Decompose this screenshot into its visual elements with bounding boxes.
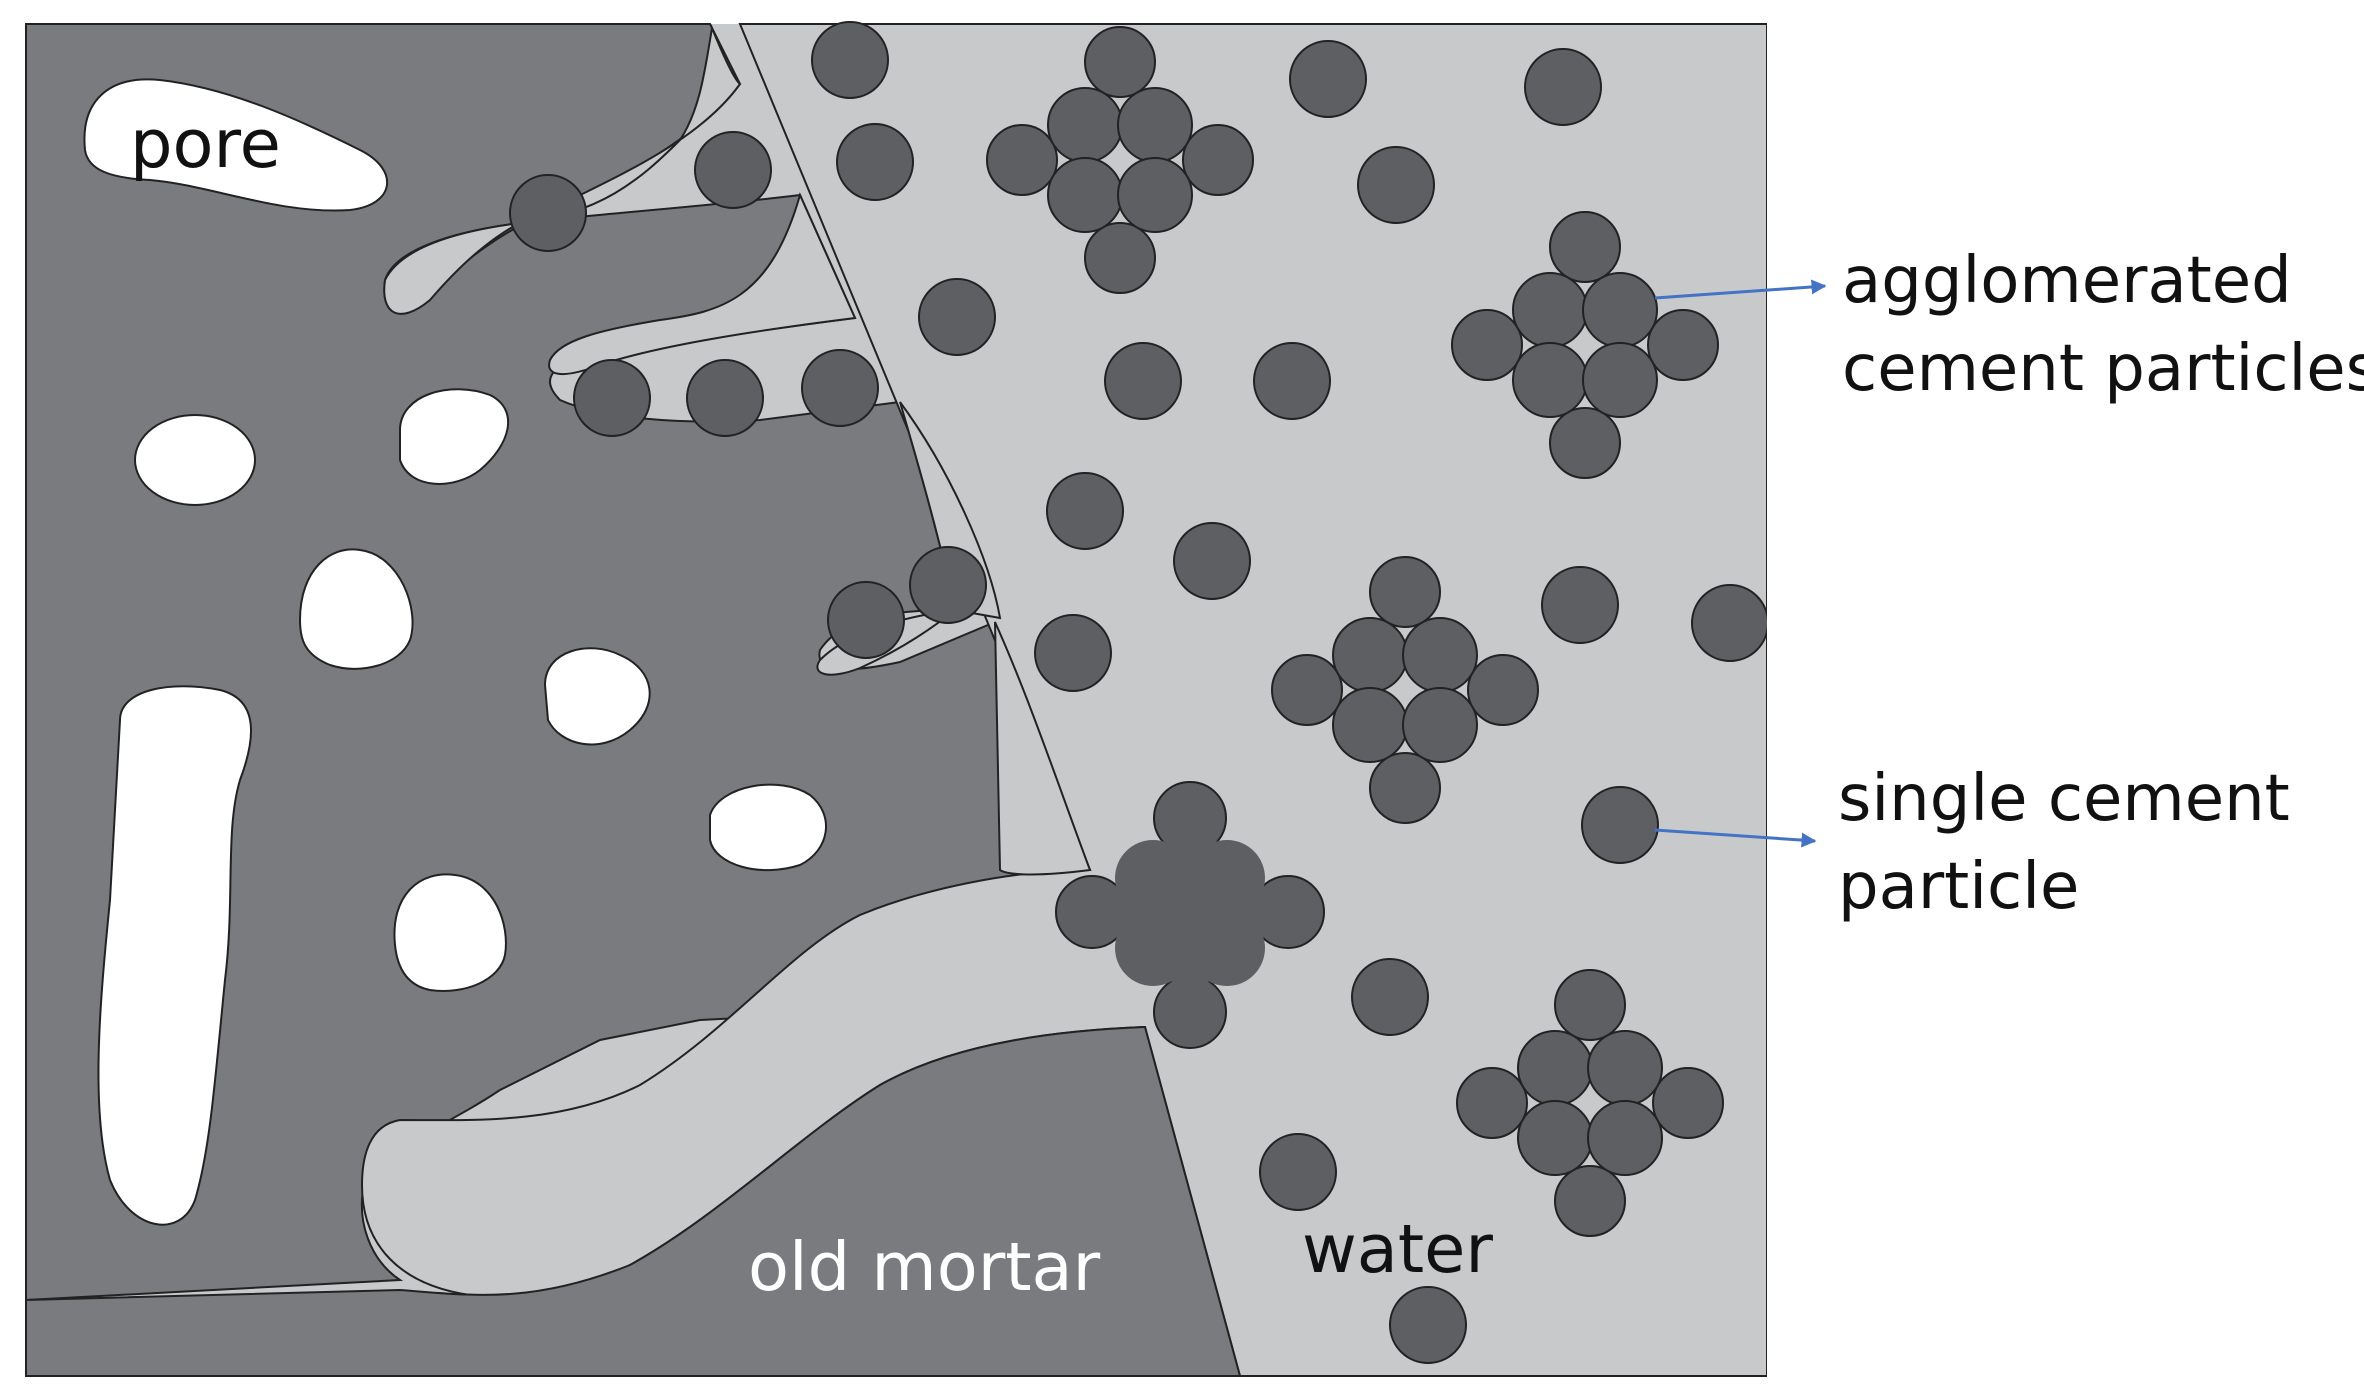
pore <box>399 388 509 485</box>
cement-particle <box>1271 654 1343 726</box>
agglomerate <box>1451 211 1719 479</box>
cement-particle <box>1289 40 1367 118</box>
agglomerated-label-line2: cement particles <box>1842 332 2364 406</box>
cement-particle <box>1084 26 1156 98</box>
cement-particle <box>1402 687 1478 763</box>
cement-particle <box>1357 146 1435 224</box>
cement-particle <box>1517 1030 1593 1106</box>
cement-particle <box>1351 958 1429 1036</box>
cement-particle <box>827 581 905 659</box>
cement-particle <box>1115 840 1191 916</box>
cement-particle <box>1524 48 1602 126</box>
cement-particle <box>1691 584 1769 662</box>
cement-particle <box>1647 309 1719 381</box>
cement-particle <box>909 546 987 624</box>
cement-particle <box>1034 614 1112 692</box>
cement-particle <box>1332 687 1408 763</box>
cement-particle <box>918 278 996 356</box>
cement-particle <box>1189 840 1265 916</box>
cement-particle <box>1541 566 1619 644</box>
pore <box>709 783 827 872</box>
cement-particle <box>1451 309 1523 381</box>
pore <box>134 414 256 506</box>
cement-particle <box>1047 157 1123 233</box>
cement-particle <box>1549 407 1621 479</box>
cement-particle <box>1517 1100 1593 1176</box>
agglomerated-arrow <box>1654 279 1827 300</box>
agglomerate <box>1456 969 1724 1237</box>
cement-particle <box>1182 124 1254 196</box>
pore-label: pore <box>130 105 281 183</box>
cement-particle <box>1046 472 1124 550</box>
cement-particle <box>1369 556 1441 628</box>
cement-particle <box>1259 1133 1337 1211</box>
cement-particle <box>1332 617 1408 693</box>
cement-particle <box>1587 1100 1663 1176</box>
cement-particle <box>1554 1165 1626 1237</box>
cement-particle <box>1652 1067 1724 1139</box>
cement-particle <box>1512 272 1588 348</box>
water-channel-mid <box>548 192 857 376</box>
agglomerate <box>986 26 1254 294</box>
water-channel-top <box>383 24 742 315</box>
cement-particle <box>1456 1067 1528 1139</box>
cement-particle <box>986 124 1058 196</box>
pore <box>298 548 414 670</box>
cement-particle <box>1369 752 1441 824</box>
cement-particle <box>1104 342 1182 420</box>
agglomerate <box>1271 556 1539 824</box>
pore <box>97 685 253 1226</box>
single-label-line2: particle <box>1838 850 2079 924</box>
annotation-area <box>1767 0 2364 1390</box>
cement-particle <box>811 21 889 99</box>
agglomerate-fused <box>1055 781 1325 1049</box>
cement-particle <box>1084 222 1156 294</box>
cement-particle <box>1581 786 1659 864</box>
old-mortar-lower <box>25 1025 1242 1377</box>
cement-particle <box>1115 910 1191 986</box>
pore <box>83 78 388 212</box>
cement-particle <box>1402 617 1478 693</box>
cement-particle <box>1587 1030 1663 1106</box>
cement-particle <box>1047 87 1123 163</box>
cement-particle <box>1582 342 1658 418</box>
water-label: water <box>1302 1210 1493 1288</box>
cement-particle <box>573 359 651 437</box>
cement-particle <box>686 359 764 437</box>
cement-particle <box>1189 910 1265 986</box>
single-particles <box>509 21 1769 1364</box>
single-label-line1: single cement <box>1838 762 2290 836</box>
agglomerated-label-line1: agglomerated <box>1842 244 2292 318</box>
cement-particle <box>1153 975 1227 1049</box>
cement-particle <box>1554 969 1626 1041</box>
pore <box>543 647 651 746</box>
cement-particle <box>1117 87 1193 163</box>
cement-particle <box>694 131 772 209</box>
cement-particle <box>1389 1286 1467 1364</box>
cement-particle <box>836 123 914 201</box>
pore <box>393 873 507 992</box>
cement-particle <box>1467 654 1539 726</box>
cement-particle <box>1253 342 1331 420</box>
cement-particle <box>1173 522 1251 600</box>
cement-particle <box>1117 157 1193 233</box>
cement-particle <box>801 349 879 427</box>
cement-particle <box>1582 272 1658 348</box>
water-channel-lower <box>994 621 1092 876</box>
cement-particle <box>1549 211 1621 283</box>
single-particle-arrow <box>1654 828 1817 848</box>
cement-particle <box>509 174 587 252</box>
old-mortar-label: old mortar <box>748 1228 1101 1306</box>
cement-particle <box>1512 342 1588 418</box>
